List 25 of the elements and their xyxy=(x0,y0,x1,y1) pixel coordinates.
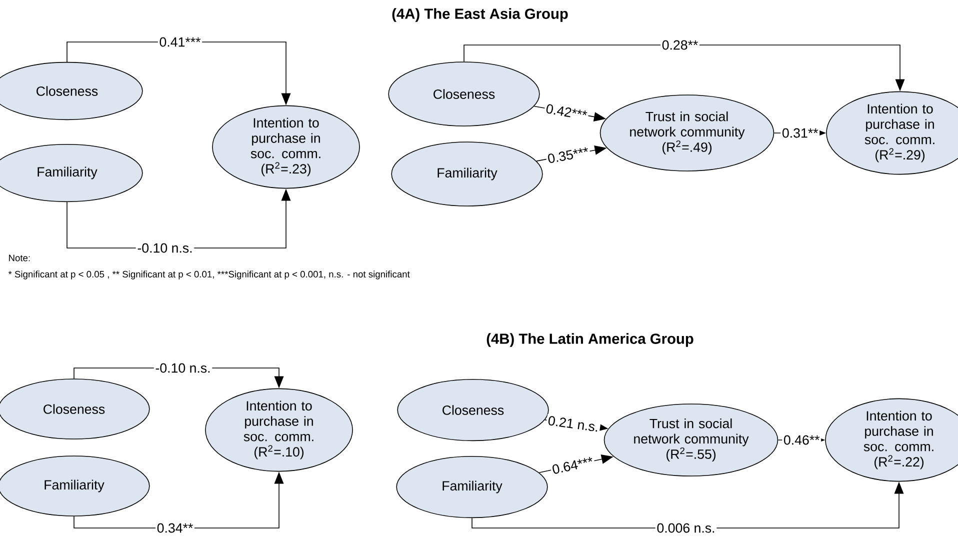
ellipse-node: Intention to purchase in soc. comm. (R$^{2}$=.22) xyxy=(825,398,958,482)
edge-label: 0.006 n.s. xyxy=(655,522,717,534)
ellipse-node: Familiarity xyxy=(396,456,548,518)
ellipse-node: Intention to purchase in soc. comm. (R$^{2}$=.23) xyxy=(212,105,360,189)
edge-label: 0.34** xyxy=(156,522,194,534)
edge-label: 0.41*** xyxy=(158,36,202,48)
edge-label: 0.46** xyxy=(782,434,822,446)
panel-title: (4B) The Latin America Group xyxy=(486,333,694,347)
ellipse-node: Trust in social network community (R$^{2}$=.55) xyxy=(604,404,778,476)
ellipse-node: Closeness xyxy=(397,378,549,442)
ellipse-node: Closeness xyxy=(388,62,540,126)
edge-label: 0.28** xyxy=(660,38,700,52)
panel-title: (4A) The East Asia Group xyxy=(392,8,568,22)
edge-label: 0.35*** xyxy=(545,145,591,166)
ellipse-node: Trust in social network community (R$^{2}$=.49) xyxy=(600,94,774,172)
edge-label: -0.10 n.s. xyxy=(136,242,194,254)
edge-label: 0.42*** xyxy=(544,102,590,122)
ellipse-node: Intention to purchase in soc. comm. (R$^{2}$=.29) xyxy=(826,91,958,175)
ellipse-node: Intention to purchase in soc. comm. (R$^{2}$=.10) xyxy=(205,388,353,472)
ellipse-node: Familiarity xyxy=(391,142,543,206)
edge-label: -0.10 n.s. xyxy=(154,362,212,374)
note-text: Note: xyxy=(9,254,30,262)
edge-label: 0.31** xyxy=(780,126,820,140)
edge-label: 0.64*** xyxy=(550,454,596,476)
note-text: * Significant at p < 0.05 , ** Significant at p < 0.01, ***Significant at p < 0.001, n.s. - not significant xyxy=(8,270,410,280)
